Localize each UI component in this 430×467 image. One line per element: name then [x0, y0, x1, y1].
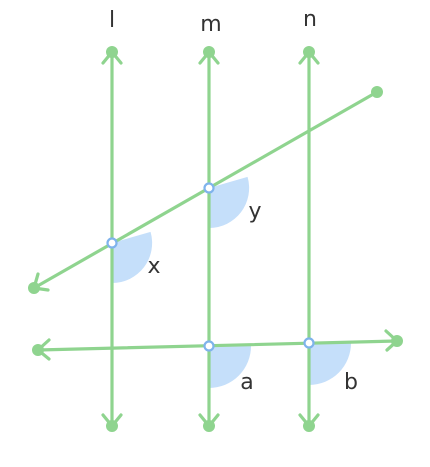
endpoint-dot	[32, 344, 44, 356]
line-label-n: n	[303, 7, 317, 32]
endpoint-dot	[391, 335, 403, 347]
vertex-x	[106, 237, 118, 249]
angle-label-x: x	[147, 254, 160, 279]
endpoint-dot	[106, 420, 118, 432]
angle-label-a: a	[240, 370, 253, 395]
endpoint-dot	[106, 46, 118, 58]
angle-a-sector	[209, 345, 252, 388]
endpoint-dot	[28, 282, 40, 294]
endpoints	[28, 46, 403, 432]
endpoint-dot	[303, 46, 315, 58]
angle-y-sector	[209, 176, 250, 229]
angle-marks	[112, 176, 352, 388]
line-label-l: l	[109, 8, 115, 33]
labels: l m n x y a b	[109, 7, 358, 395]
line-label-m: m	[200, 12, 221, 37]
angle-label-b: b	[344, 370, 358, 395]
vertex-b	[303, 337, 315, 349]
endpoint-dot	[203, 420, 215, 432]
transversal-lower	[36, 339, 399, 352]
endpoint-dot	[303, 420, 315, 432]
vertex-a	[203, 340, 215, 352]
vertex-y	[203, 182, 215, 194]
vertices	[106, 182, 315, 352]
angle-x-sector	[112, 231, 153, 284]
endpoint-dot	[371, 86, 383, 98]
angle-label-y: y	[248, 199, 261, 224]
endpoint-dot	[203, 46, 215, 58]
angle-b-sector	[309, 342, 352, 385]
